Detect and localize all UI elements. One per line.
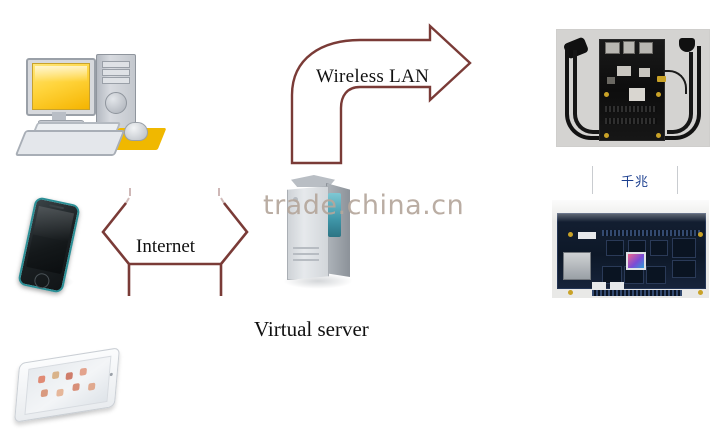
server-accent-strip — [328, 193, 341, 237]
pcb-connector-row — [605, 106, 657, 112]
ethernet-port — [563, 252, 591, 280]
pcb-pin-header — [592, 290, 682, 296]
badge-divider-left — [592, 166, 593, 194]
pcb-standoff — [604, 133, 609, 138]
wireless-lan-arrow — [290, 23, 472, 165]
tower-dial — [105, 92, 127, 114]
monitor-neck — [52, 112, 66, 122]
server-vent — [293, 247, 319, 249]
pcb-chip — [650, 240, 668, 256]
tablet-app-icon — [37, 375, 46, 384]
badge-divider-right — [677, 166, 678, 194]
internet-arrow-bottom — [101, 202, 131, 296]
tower-drive-bay — [102, 77, 130, 84]
pcb-standoff — [568, 232, 573, 237]
smartphone — [17, 196, 81, 296]
smartphone-screen — [25, 206, 75, 275]
internet-arrow-bottom-right — [219, 202, 249, 296]
pcb-chip — [672, 260, 696, 278]
pcb-port — [605, 42, 620, 54]
tablet-app-icon — [72, 382, 80, 392]
tablet-screen — [24, 355, 112, 416]
pcb-pin-header — [602, 230, 700, 236]
badge-text: 千兆 — [620, 174, 649, 190]
virtual-server-tower — [281, 175, 357, 293]
gigabit-receiver-card-photo — [552, 200, 709, 298]
pcb-chip — [617, 66, 631, 76]
pcb-standoff — [604, 92, 609, 97]
antenna-cable-left — [565, 44, 603, 140]
pcb-chip — [606, 240, 624, 256]
wireless-receiver-card-photo — [556, 29, 710, 147]
watermark: trade.china.cn — [263, 190, 465, 221]
wireless-lan-label: Wireless LAN — [316, 66, 430, 87]
server-top — [291, 175, 335, 187]
tablet — [12, 347, 124, 426]
keyboard — [14, 130, 126, 156]
pcb-port — [639, 42, 653, 54]
tablet-app-icon — [79, 367, 88, 376]
pcb-standoff — [656, 92, 661, 97]
tablet-app-icon — [51, 371, 60, 380]
sma-wire — [663, 70, 687, 94]
pcb-standoff — [656, 133, 661, 138]
pcb-logo-chip — [626, 252, 646, 270]
smartphone-home-button — [33, 271, 51, 290]
virtual-server-label: Virtual server — [254, 317, 369, 341]
desktop-computer — [12, 52, 167, 162]
pcb-main-chip — [629, 88, 645, 101]
server-vent — [293, 253, 319, 255]
internet-arrow-top-faded — [125, 197, 225, 204]
antenna-cable-right — [663, 46, 701, 140]
tower-drive-bay — [102, 61, 130, 68]
monitor-screen — [32, 63, 90, 110]
pcb-standoff — [698, 290, 703, 295]
pcb-chip — [672, 238, 696, 258]
tablet-app-icon — [65, 371, 74, 381]
pcb-white-connector — [578, 232, 596, 239]
sma-connector — [657, 76, 666, 82]
pcb-port — [623, 41, 635, 54]
pcb-white-connector — [592, 282, 606, 290]
tablet-app-icon — [40, 388, 49, 398]
pcb-chip — [607, 77, 615, 84]
pcb-standoff — [568, 290, 573, 295]
pcb-connector-row — [605, 118, 657, 124]
pcb-board — [557, 213, 706, 296]
pcb-chip — [639, 68, 650, 77]
server-power-led — [293, 197, 298, 202]
tablet-camera — [109, 372, 113, 377]
tablet-app-icon — [87, 382, 96, 391]
pcb-chip — [646, 266, 666, 284]
mouse — [124, 122, 148, 141]
server-vent — [293, 259, 319, 261]
antenna-cable-left-inner — [573, 50, 601, 134]
pcb-white-connector — [610, 282, 624, 290]
internet-label: Internet — [136, 236, 196, 257]
tablet-app-icon — [56, 388, 64, 397]
antenna-cable-right-inner — [667, 52, 693, 134]
tower-drive-bay — [102, 69, 130, 76]
gigabit-badge: 千兆 — [592, 166, 678, 194]
pcb-standoff — [698, 232, 703, 237]
